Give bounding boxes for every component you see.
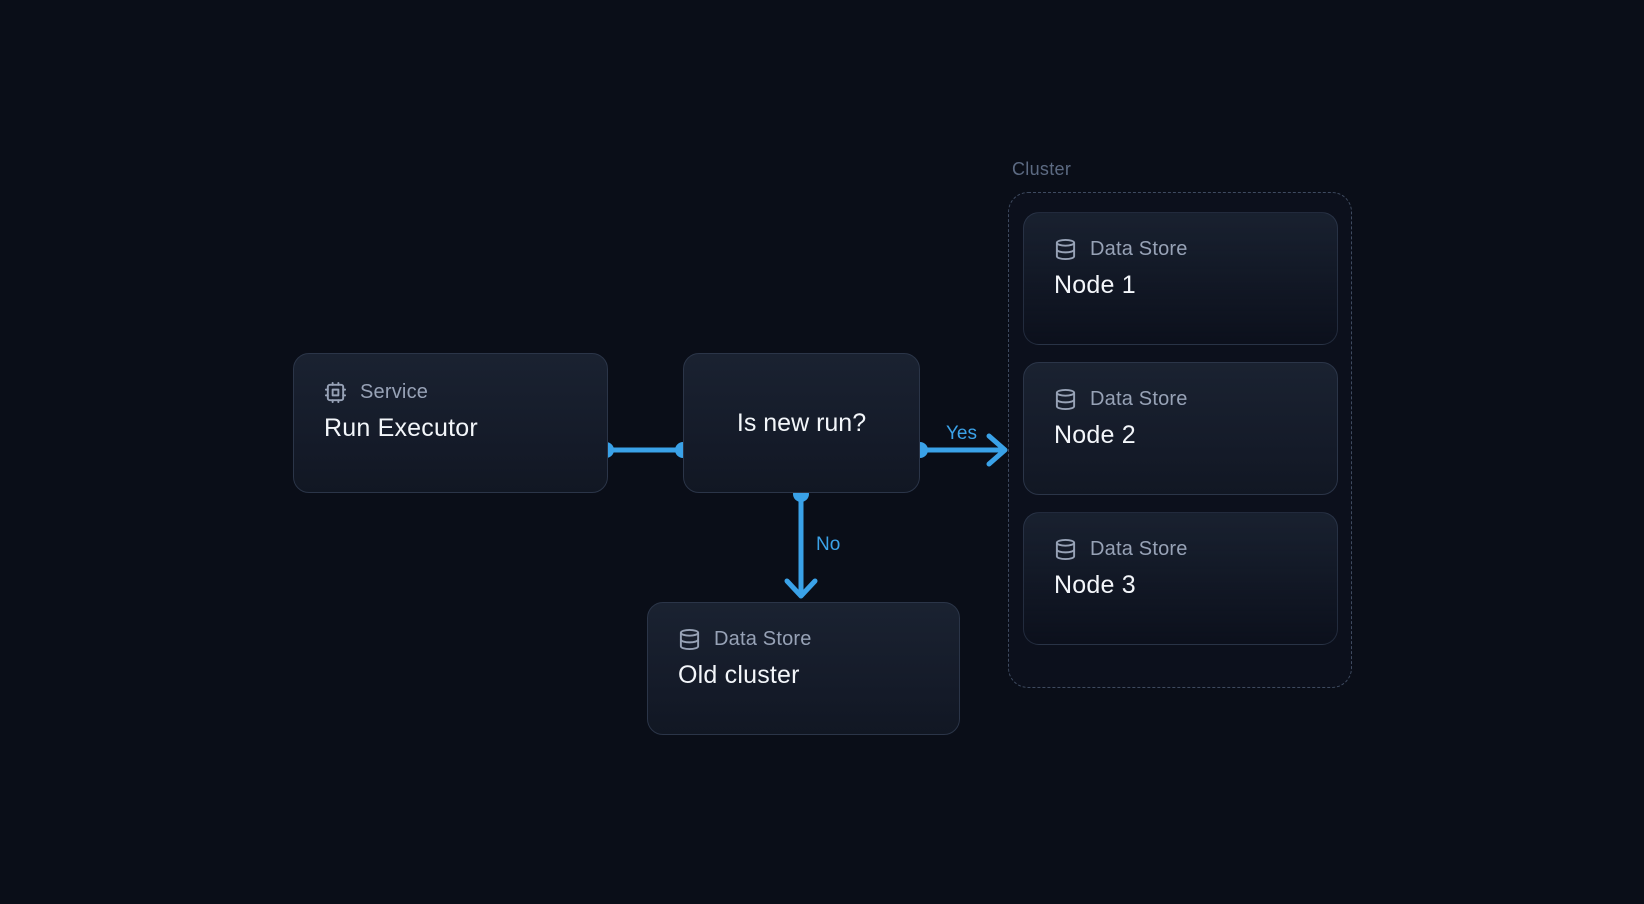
node-title: Old cluster xyxy=(678,661,800,689)
node-type-label: Data Store xyxy=(1090,238,1188,260)
node-type-label: Service xyxy=(360,381,429,403)
node-is-new-run[interactable]: Is new run? xyxy=(683,353,920,493)
node-data-store-3[interactable]: Data Store Node 3 xyxy=(1023,512,1338,645)
node-title: Node 2 xyxy=(1054,421,1136,449)
node-type-label: Data Store xyxy=(1090,388,1188,410)
node-data-store-2[interactable]: Data Store Node 2 xyxy=(1023,362,1338,495)
node-header: Data Store xyxy=(1054,538,1307,561)
cluster-group-label: Cluster xyxy=(1012,159,1072,179)
cpu-icon xyxy=(324,381,347,404)
edge-decision-to-cluster-yes xyxy=(912,433,1008,467)
node-header: Data Store xyxy=(1054,388,1307,411)
database-icon xyxy=(678,628,701,651)
node-type-label: Data Store xyxy=(714,628,812,650)
node-run-executor[interactable]: Service Run Executor xyxy=(293,353,608,493)
edge-decision-to-old-cluster-no xyxy=(784,486,818,599)
database-icon xyxy=(1054,238,1077,261)
node-header: Data Store xyxy=(678,628,929,651)
node-data-store-1[interactable]: Data Store Node 1 xyxy=(1023,212,1338,345)
node-old-cluster[interactable]: Data Store Old cluster xyxy=(647,602,960,735)
database-icon xyxy=(1054,538,1077,561)
edge-label-yes: Yes xyxy=(946,423,977,444)
node-header: Service xyxy=(324,381,577,404)
node-title: Node 1 xyxy=(1054,271,1136,299)
node-title: Is new run? xyxy=(736,408,867,437)
node-type-label: Data Store xyxy=(1090,538,1188,560)
node-header: Data Store xyxy=(1054,238,1307,261)
edge-service-to-decision xyxy=(598,442,691,458)
node-title: Run Executor xyxy=(324,414,478,442)
edge-label-no: No xyxy=(816,534,841,555)
node-title: Node 3 xyxy=(1054,571,1136,599)
database-icon xyxy=(1054,388,1077,411)
